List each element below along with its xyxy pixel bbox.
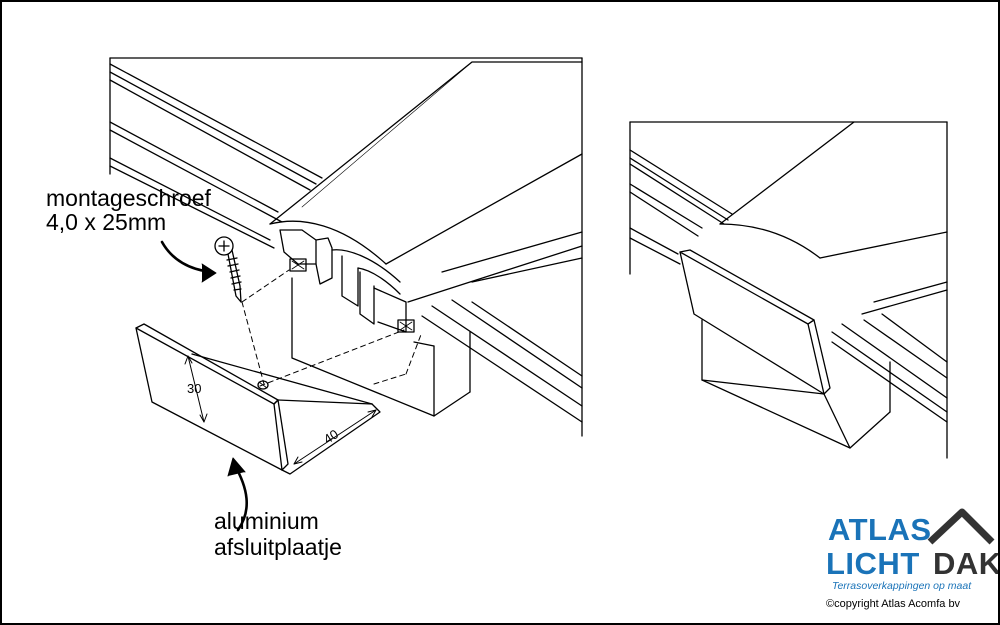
logo-word-atlas: ATLAS xyxy=(828,512,932,547)
copyright-text: ©copyright Atlas Acomfa bv xyxy=(826,598,961,610)
dimension-height: 30 xyxy=(187,381,202,396)
logo-word-licht: LICHT xyxy=(826,546,920,581)
profile-assembly-left xyxy=(109,57,583,532)
roof-icon xyxy=(927,508,995,545)
plate-label-material: aluminium xyxy=(214,508,319,534)
logo-tagline: Terrasoverkappingen op maat xyxy=(832,580,972,592)
screw-label-name: montageschroef xyxy=(46,185,211,211)
screw-label-size: 4,0 x 25mm xyxy=(46,209,167,235)
profile-assembly-right xyxy=(629,121,948,459)
atlas-lichtdak-logo: ATLAS LICHT DAK Terrasoverkappingen op m… xyxy=(826,504,998,622)
screw-drawing xyxy=(214,236,242,303)
logo-word-dak: DAK xyxy=(933,546,1000,581)
plate-label-name: afsluitplaatje xyxy=(214,534,342,560)
